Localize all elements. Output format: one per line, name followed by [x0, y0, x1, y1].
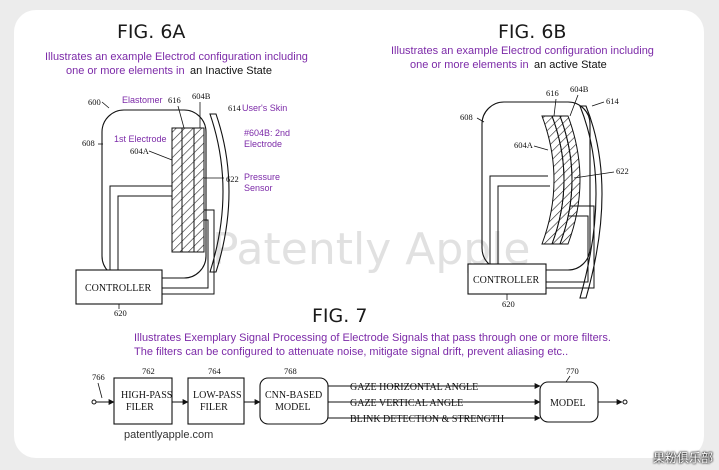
fig7-output-gaze-horizontal: GAZE HORIZONTAL ANGLE — [350, 382, 478, 393]
fig6a-ref-604b: 604B — [192, 91, 211, 101]
fig7-model-label: MODEL — [550, 398, 586, 409]
fig7-lowpass-box — [187, 377, 245, 425]
fig6a-leader-600 — [101, 101, 110, 109]
fig6a-elastomer-layer — [181, 127, 195, 253]
fig6a-ref-614: 614 — [228, 103, 242, 113]
fig6b-wire-2 — [497, 185, 550, 272]
fig6b-leader-614 — [591, 101, 605, 107]
fig7-lowpass-label-2: FILER — [200, 402, 228, 413]
fig6a-ref-604a: 604A — [130, 146, 150, 156]
fig6a-desc-line2-prefix: one or more elements in — [66, 65, 185, 77]
fig6b-ref-620: 620 — [502, 299, 515, 309]
patent-drawing: Patently Apple FIG. 6A Illustrates an ex… — [45, 21, 654, 441]
fig6b-wire-4 — [546, 215, 589, 283]
fig6a-label-elastomer: Elastomer — [122, 95, 163, 105]
fig6b-leader-604b — [569, 94, 579, 117]
fig7-ref-766: 766 — [92, 372, 105, 382]
fig6b-desc-line2-prefix: one or more elements in — [410, 59, 529, 71]
fig7-cnn-label-2: MODEL — [275, 402, 311, 413]
fig6a-label-first-electrode: 1st Electrode — [114, 134, 167, 144]
fig6a-label-pressure-1: Pressure — [244, 172, 280, 182]
fig6b-ref-604a: 604A — [514, 140, 534, 150]
fig6a-label-user-skin: User's Skin — [242, 103, 287, 113]
fig6a-wire-3 — [162, 209, 215, 295]
fig7-output-node — [622, 399, 628, 405]
fig6a-leader-616 — [177, 105, 185, 129]
fig6a-wire-2 — [117, 195, 172, 280]
fig6a-ref-620: 620 — [114, 308, 127, 318]
fig7-ref-768: 768 — [284, 366, 297, 376]
fig6a-controller-label: CONTROLLER — [85, 283, 151, 294]
fig6b-leader-608 — [476, 117, 485, 123]
fig7-desc-line1: Illustrates Exemplary Signal Processing … — [134, 332, 611, 344]
fig6b-ref-614: 614 — [606, 96, 620, 106]
fig7-leader-770 — [565, 375, 571, 383]
fig6a-label-pressure-2: Sensor — [244, 183, 273, 193]
fig6a-leader-604a — [148, 150, 173, 161]
fig6b-electrode-604b — [559, 115, 581, 245]
fig6a-label-second-electrode-1: #604B: 2nd — [244, 128, 290, 138]
fig6a-wire-1 — [109, 185, 172, 280]
fig7-ref-762: 762 — [142, 366, 155, 376]
fig6b-wire-3 — [546, 205, 595, 289]
fig7-output-gaze-vertical: GAZE VERTICAL ANGLE — [350, 398, 463, 409]
fig6a-label-second-electrode-2: Electrode — [244, 139, 282, 149]
fig6b-desc-line1: Illustrates an example Electrod configur… — [391, 45, 654, 57]
fig6a-ref-608: 608 — [82, 138, 95, 148]
fig6a-wire-4 — [162, 219, 209, 289]
fig6b-desc-line2-bold: an active State — [534, 59, 607, 71]
fig6b-wire-1 — [489, 175, 548, 272]
fig7-output-blink: BLINK DETECTION & STRENGTH — [350, 414, 504, 425]
fig7-ref-764: 764 — [208, 366, 222, 376]
fig6a-user-skin — [209, 113, 230, 273]
fig6b-ref-608: 608 — [460, 112, 473, 122]
fig7-title: FIG. 7 — [312, 305, 367, 327]
fig6a-electrode-604b — [193, 127, 205, 253]
fig6b-ref-616: 616 — [546, 88, 559, 98]
site-credit: patentlyapple.com — [124, 429, 213, 441]
fig7-cnn-label-1: CNN-BASED — [265, 390, 322, 401]
fig6a-ref-622: 622 — [226, 174, 239, 184]
fig7-cnn-box — [259, 377, 329, 425]
fig7-ref-770: 770 — [566, 366, 579, 376]
fig6b-controller-box — [467, 263, 547, 295]
fig7-highpass-box — [113, 377, 173, 425]
fig6b-leader-604a — [533, 145, 549, 151]
fig6a-controller-box — [75, 269, 163, 305]
fig7-input-node — [91, 399, 97, 405]
fig7-lowpass-label-1: LOW-PASS — [193, 390, 242, 401]
fig6b-title: FIG. 6B — [498, 21, 566, 43]
fig6a-desc-line1: Illustrates an example Electrod configur… — [45, 51, 308, 63]
fig6b-leader-622 — [573, 171, 615, 179]
fig6b-leader-616 — [553, 98, 557, 117]
fig6b-user-skin — [579, 105, 603, 299]
fig6b-ref-622: 622 — [616, 166, 629, 176]
fig7-highpass-label-2: FILER — [126, 402, 154, 413]
fig7-leader-766 — [97, 382, 103, 399]
fig6a-electrode-604a — [171, 127, 183, 253]
source-badge: 果粉俱乐部 — [652, 451, 713, 465]
fig6a-ref-616: 616 — [168, 95, 181, 105]
fig6b-controller-label: CONTROLLER — [473, 275, 539, 286]
patent-figure-panel: Patently Apple FIG. 6A Illustrates an ex… — [14, 10, 704, 458]
fig6a-title: FIG. 6A — [117, 21, 185, 43]
fig7-desc-line2: The filters can be configured to attenua… — [134, 346, 568, 358]
fig6a-desc-line2-bold: an Inactive State — [190, 65, 272, 77]
fig7-highpass-label-1: HIGH-PASS — [121, 390, 172, 401]
fig6a-ref-600: 600 — [88, 97, 101, 107]
fig6b-ref-604b: 604B — [570, 84, 589, 94]
